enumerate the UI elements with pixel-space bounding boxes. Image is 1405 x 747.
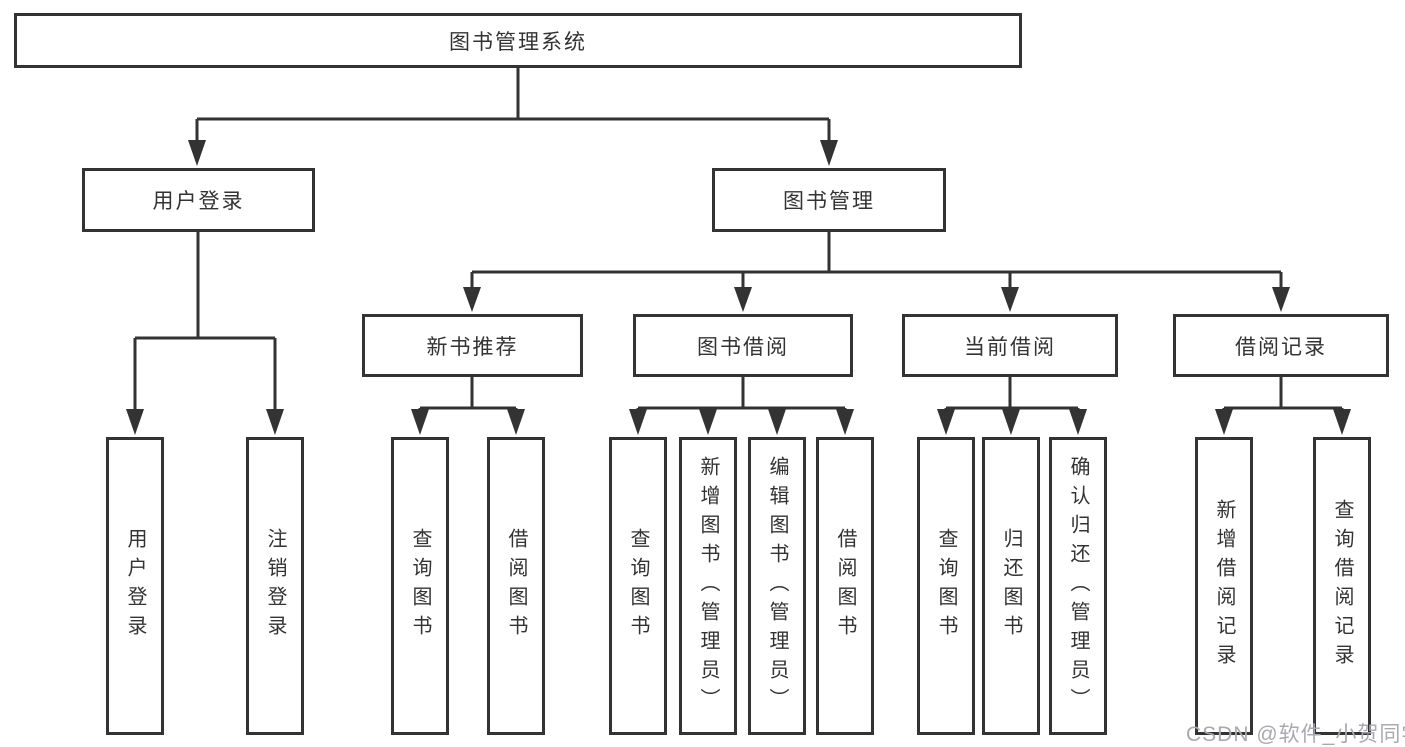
csdn-watermark: CSDN @软件_小贺同学 [1186,723,1405,746]
leaf-borrow-books: 借阅图书 [816,437,874,735]
node-library-system: 图书管理系统 [14,13,1022,68]
leaf-confirm-return-admin: 确认归还（管理员） [1049,437,1107,735]
node-new-book-recommendation-label: 新书推荐 [426,335,519,359]
node-library-system-label: 图书管理系统 [449,30,587,54]
leaf-return-books-label: 归还图书 [1000,528,1022,644]
node-current-borrowing-label: 当前借阅 [964,335,1056,359]
leaf-query-books-current: 查询图书 [917,437,975,735]
leaf-query-books-current-label: 查询图书 [935,528,957,644]
leaf-add-borrow-record-label: 新增借阅记录 [1213,499,1235,673]
leaf-query-books-borrow-label: 查询图书 [627,528,649,644]
leaf-add-books-admin: 新增图书（管理员） [679,437,737,735]
leaf-return-books: 归还图书 [982,437,1040,735]
leaf-query-books-borrow: 查询图书 [609,437,667,735]
leaf-query-borrow-record: 查询借阅记录 [1313,437,1371,735]
connector-current-borrow-to-leaves [937,377,1087,435]
leaf-query-borrow-record-label: 查询借阅记录 [1331,499,1353,673]
connector-new-book-rec-to-leaves [411,377,525,435]
node-current-borrowing: 当前借阅 [902,314,1118,377]
leaf-query-books-rec-label: 查询图书 [409,528,431,644]
leaf-add-books-admin-label: 新增图书（管理员） [697,455,719,717]
connector-root-to-level2 [188,68,838,166]
connector-book-borrow-to-leaves [629,377,854,435]
leaf-logout-label: 注销登录 [264,528,286,644]
leaf-query-books-rec: 查询图书 [391,437,449,735]
node-book-borrowing-label: 图书借阅 [697,335,789,359]
node-borrowing-records: 借阅记录 [1173,314,1389,377]
connector-user-login-to-leaves [126,232,284,435]
leaf-borrow-books-rec: 借阅图书 [487,437,545,735]
node-book-management-label: 图书管理 [783,190,875,213]
connector-borrow-records-to-leaves [1215,377,1351,435]
leaf-logout: 注销登录 [246,437,304,735]
leaf-user-login: 用户登录 [106,437,164,735]
node-user-login: 用户登录 [82,168,315,232]
leaf-user-login-label: 用户登录 [124,528,146,644]
node-book-management: 图书管理 [712,168,946,232]
node-book-borrowing: 图书借阅 [633,314,853,377]
leaf-edit-books-admin-label: 编辑图书（管理员） [766,455,788,717]
node-borrowing-records-label: 借阅记录 [1235,335,1327,359]
leaf-borrow-books-rec-label: 借阅图书 [505,528,527,644]
node-new-book-recommendation: 新书推荐 [362,314,583,377]
leaf-edit-books-admin: 编辑图书（管理员） [748,437,806,735]
leaf-confirm-return-admin-label: 确认归还（管理员） [1067,455,1089,717]
leaf-borrow-books-label: 借阅图书 [834,528,856,644]
node-user-login-label: 用户登录 [152,190,245,213]
connector-book-mgmt-to-level3 [463,232,1290,312]
leaf-add-borrow-record: 新增借阅记录 [1195,437,1253,735]
